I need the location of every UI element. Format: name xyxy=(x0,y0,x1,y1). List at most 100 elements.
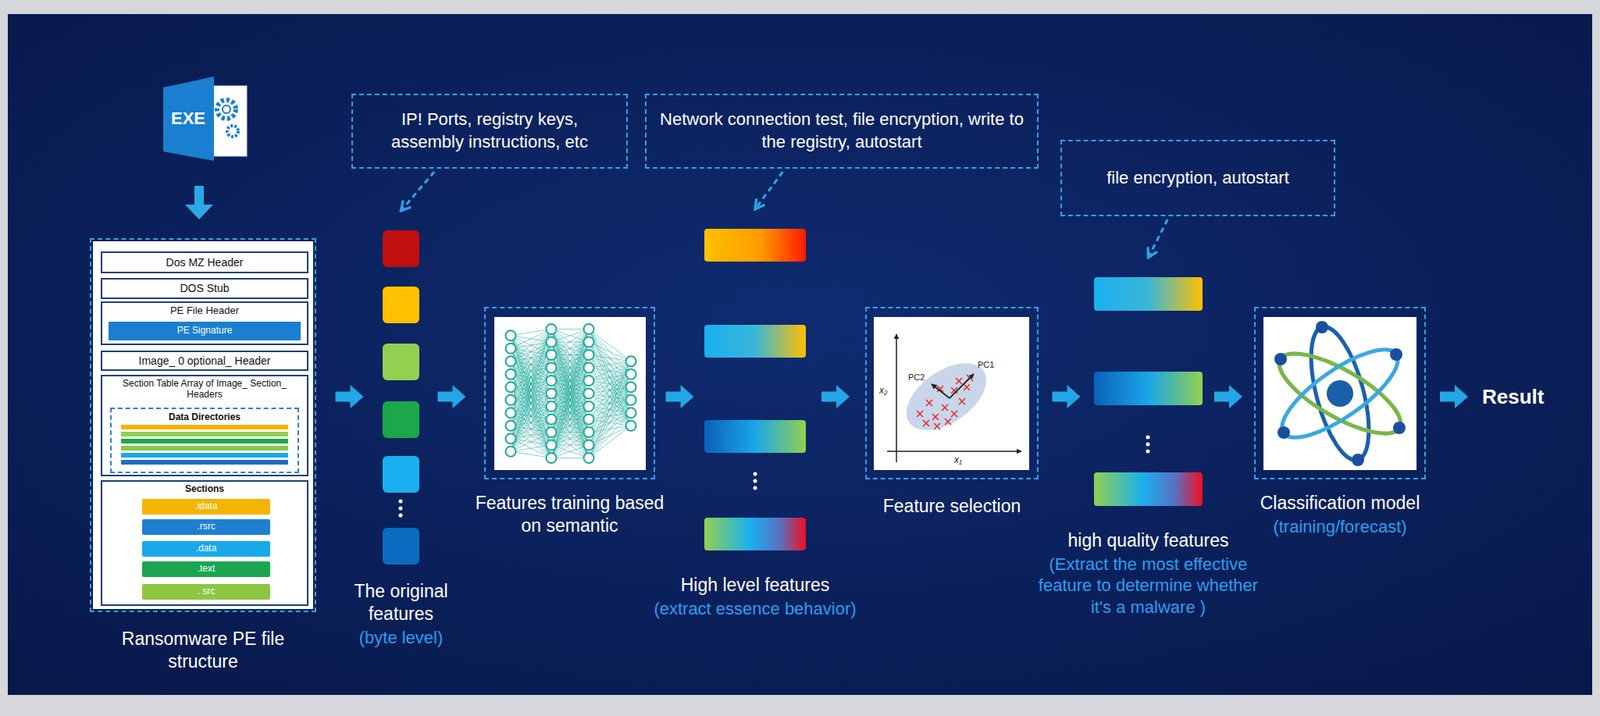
pca-plot xyxy=(873,317,1030,471)
header-box: Image_ 0 optional_ Header xyxy=(100,350,309,371)
high-level-bars xyxy=(704,517,806,551)
data-point xyxy=(951,410,958,417)
text-block: file encryption, autostart xyxy=(1106,167,1290,190)
atom-picture xyxy=(1277,426,1290,439)
pe-structure-panel xyxy=(121,438,289,444)
byte-feature-squares xyxy=(382,343,420,381)
pe-structure-panel xyxy=(121,445,289,451)
node-label: Dos MZ Header xyxy=(166,256,244,269)
data-point xyxy=(916,410,923,417)
net-links xyxy=(510,329,631,459)
atom-picture xyxy=(1268,338,1412,449)
atom-picture xyxy=(1315,320,1329,334)
atom-picture xyxy=(1351,453,1365,467)
node-label: Ransomware PE file structure xyxy=(101,627,305,674)
neuron xyxy=(506,446,517,457)
byte-feature-squares xyxy=(382,401,420,439)
neural-net xyxy=(506,324,637,464)
byte-feature-squares xyxy=(382,230,420,565)
text-block: Data Directories xyxy=(113,409,296,424)
section-bar: .data xyxy=(142,541,271,557)
caption-block: The original features(byte level) xyxy=(327,580,476,649)
byte-feature-squares xyxy=(382,286,420,324)
flow-arrow xyxy=(438,384,467,409)
node-label: .data xyxy=(195,543,218,555)
high-level-bars xyxy=(704,228,806,262)
quality-bars xyxy=(1146,449,1151,454)
caption-block: Feature selection xyxy=(854,495,1050,518)
node-label: .rsrc xyxy=(196,521,215,533)
subtitle-label: (Extract the most effective feature to d… xyxy=(1027,553,1270,619)
neuron xyxy=(506,381,517,392)
pe-structure-panel xyxy=(121,424,289,430)
callout-box: IP! Ports, registry keys, assembly instr… xyxy=(351,93,628,169)
high-level-bars xyxy=(753,479,758,484)
quality-bars xyxy=(1146,442,1151,447)
high-level-bars xyxy=(704,228,806,551)
neuron xyxy=(584,414,595,425)
neuron xyxy=(506,343,517,354)
flow-arrow xyxy=(1052,384,1081,409)
neuron xyxy=(546,375,557,386)
data-point xyxy=(955,377,963,385)
pca-plot xyxy=(949,374,974,399)
data-point xyxy=(944,418,952,425)
neural-net-picture xyxy=(494,317,646,471)
neuron xyxy=(584,324,595,335)
neuron xyxy=(546,427,557,438)
caption-block: Ransomware PE file structure xyxy=(101,627,305,674)
image-box: Feature selection xyxy=(865,306,1039,480)
text-block: PE File Header xyxy=(103,302,306,318)
pca-plot xyxy=(894,349,999,445)
data-point xyxy=(926,399,933,407)
neuron xyxy=(626,381,637,392)
data-point xyxy=(932,413,939,421)
byte-feature-squares xyxy=(382,527,420,565)
section-bar: . src xyxy=(142,584,271,600)
pe-structure-panel xyxy=(92,241,314,610)
text-block: Result xyxy=(1482,384,1544,410)
flow-arrow xyxy=(1439,384,1469,409)
section-bar: .text xyxy=(142,561,271,578)
data-point xyxy=(963,384,970,391)
data-point xyxy=(933,423,941,430)
text-block: DOS Stub xyxy=(179,281,229,295)
node-label: PE Signature xyxy=(177,325,233,337)
neuron xyxy=(546,388,557,400)
leader-arrow xyxy=(1148,219,1169,258)
caption-block: Features training based on semantic xyxy=(472,491,668,538)
neuron xyxy=(546,452,557,464)
flow-arrow xyxy=(1214,384,1243,409)
flow-arrow xyxy=(821,384,850,409)
exe-icon xyxy=(222,105,231,114)
text-block: PE Signature xyxy=(177,325,233,337)
atom-picture xyxy=(1263,317,1417,471)
subtitle-label: (training/forecast) xyxy=(1238,516,1442,539)
neuron xyxy=(506,433,517,444)
node-label: DOS Stub xyxy=(179,281,229,295)
flow-arrow xyxy=(335,384,364,409)
pca-plot xyxy=(895,334,898,463)
node-label: .idata xyxy=(194,501,218,513)
plot-label: PC1 xyxy=(977,359,995,370)
neuron xyxy=(546,324,557,335)
data-point xyxy=(941,404,948,411)
neuron xyxy=(626,395,637,406)
quality-bars xyxy=(1093,371,1203,406)
node-label: Classification model xyxy=(1238,491,1442,515)
pca-plot xyxy=(887,450,1022,453)
header-group-box: PE File Header PE Signature xyxy=(100,301,309,346)
node-label: Feature selection xyxy=(854,495,1050,518)
caption-block: high quality features(Extract the most e… xyxy=(1027,529,1270,618)
neuron xyxy=(546,440,557,451)
neuron xyxy=(584,440,595,451)
plot-label: PC2 xyxy=(908,372,925,382)
neuron xyxy=(506,330,517,341)
image-box: Features training based on semantic xyxy=(484,306,656,480)
neural-net-picture xyxy=(494,317,646,471)
caption-block: Classification model(training/forecast) xyxy=(1238,491,1442,538)
neuron xyxy=(584,388,595,400)
icon-label: EXE xyxy=(171,109,206,129)
